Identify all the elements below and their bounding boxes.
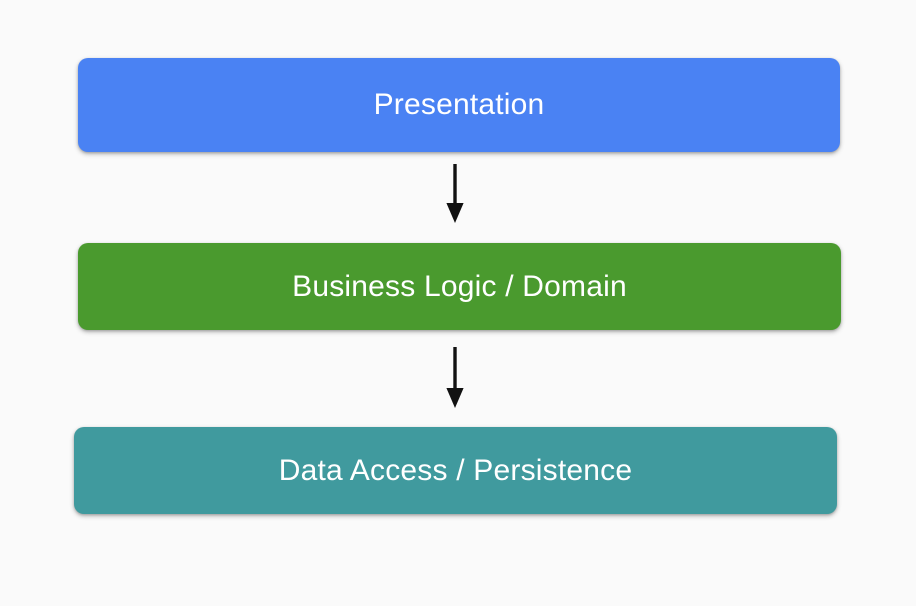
arrow-down-icon-business-to-data bbox=[446, 347, 464, 408]
layer-label-business-logic: Business Logic / Domain bbox=[292, 269, 627, 303]
layer-box-business-logic[interactable]: Business Logic / Domain bbox=[78, 243, 841, 330]
layer-label-presentation: Presentation bbox=[373, 88, 545, 121]
layer-label-data-access: Data Access / Persistence bbox=[278, 453, 633, 487]
layer-box-presentation[interactable]: Presentation bbox=[78, 58, 840, 152]
arrow-down-icon-presentation-to-business bbox=[446, 164, 464, 223]
layer-box-data-access[interactable]: Data Access / Persistence bbox=[74, 427, 837, 514]
